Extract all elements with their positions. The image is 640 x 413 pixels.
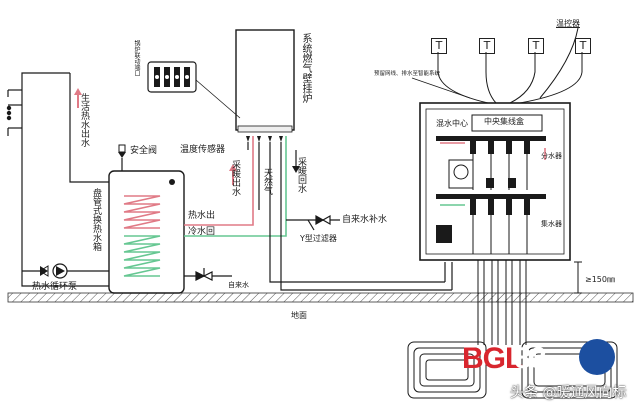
label-mixing-center: 混水中心	[436, 119, 468, 128]
brand-logo-left: BGL	[462, 342, 523, 375]
label-cabinet-note: 预留网线、排水至智能系统	[374, 71, 441, 77]
floor-heating-pipes	[477, 260, 527, 345]
label-hot-water-pipe: 热水出	[188, 211, 216, 221]
label-coil-tank: 盘管式换热水箱	[91, 188, 101, 251]
label-wall-boiler: 系统燃气壁挂炉	[300, 33, 311, 103]
cabinet-note-leader	[411, 77, 471, 99]
thermostat-4: T	[575, 38, 591, 54]
label-y-filter: Y型过滤器	[300, 234, 337, 243]
circulation-pump	[22, 263, 110, 279]
thermostat-wiring	[437, 27, 583, 104]
label-height: ≥150㎜	[585, 275, 615, 284]
source-credit: 头条 @暖通风向标	[510, 385, 627, 401]
boiler-port-block	[147, 61, 241, 119]
hot-flow-arrow	[74, 88, 82, 108]
brand-logo: BGL88	[462, 342, 554, 376]
y-filter	[286, 214, 340, 231]
label-central-cabinet: 中央集线盒	[484, 117, 524, 126]
label-heating-out: 采暖出水	[230, 160, 240, 196]
tap-icons	[6, 89, 22, 136]
height-dimension	[574, 261, 582, 294]
label-cold-water-return: 冷水回	[188, 227, 216, 237]
tap-water-feed	[184, 268, 232, 281]
label-ground: 地面	[291, 311, 307, 320]
thermostat-3: T	[528, 38, 544, 54]
label-temp-sensor: 温度传感器	[180, 145, 226, 155]
label-supply-manifold: 分水器	[541, 152, 562, 160]
wall-boiler	[235, 29, 295, 142]
brand-logo-right: 88	[514, 342, 546, 375]
label-tap-water-in: 自来水补水	[342, 215, 388, 225]
thermostat-1: T	[431, 38, 447, 54]
hot-water-loop	[21, 72, 110, 287]
ground-slab	[7, 292, 634, 303]
label-thermostats: 温控器	[556, 19, 580, 28]
label-boiler-ports: 锅炉联动端口	[133, 40, 140, 76]
label-heating-return: 采暖回水	[296, 157, 306, 193]
floor-coil-left	[407, 341, 487, 399]
cabinet-feed-pipes	[444, 262, 453, 290]
label-safety-valve: 安全阀	[130, 146, 158, 156]
boiler-heating-pipes	[247, 142, 452, 291]
safety-valve	[118, 144, 126, 171]
central-cabinet	[419, 102, 571, 261]
label-tap-water: 自来水	[228, 281, 249, 289]
thermostat-2: T	[479, 38, 495, 54]
brand-logo-box	[579, 339, 615, 375]
tank-to-boiler-pipes	[184, 136, 287, 237]
coil-tank	[108, 170, 185, 294]
label-return-manifold: 集水器	[541, 220, 562, 228]
label-circulation-pump: 热水循环泵	[32, 282, 78, 292]
heating-arrows	[229, 150, 300, 185]
label-gas: 天然气	[262, 168, 272, 195]
label-hot-water-out: 生活热水出水	[79, 93, 89, 147]
